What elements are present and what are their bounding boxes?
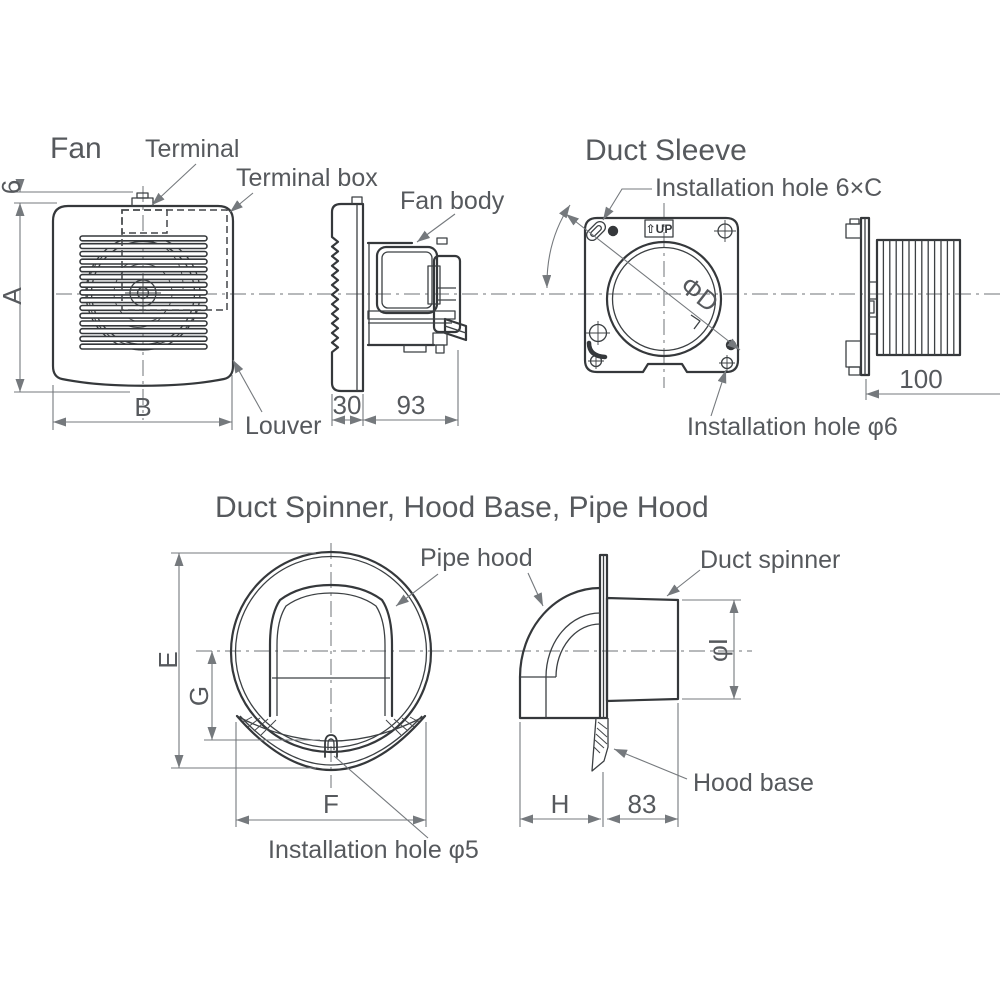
dim-hood-width: F bbox=[323, 789, 339, 819]
hood-front-dimensions: E G F bbox=[153, 552, 427, 827]
duct-sleeve-title: Duct Sleeve bbox=[585, 134, 747, 167]
dim-fan-width: B bbox=[134, 392, 151, 422]
fan-panel-outline bbox=[51, 204, 235, 387]
duct-spinner-side bbox=[605, 596, 680, 703]
dim-hood-base-drop: G bbox=[184, 686, 214, 706]
gasket-mark bbox=[586, 340, 608, 360]
fan-body-side bbox=[366, 237, 468, 354]
duct-spinner-label: Duct spinner bbox=[700, 546, 840, 574]
fan-body-label: Fan body bbox=[400, 187, 505, 215]
plug-dot-top bbox=[607, 225, 619, 237]
installation-hole-phi6-label: Installation hole φ6 bbox=[687, 413, 898, 441]
hood-labels: Pipe hood Duct spinner Hood base Install… bbox=[268, 544, 840, 864]
fan-side-dimensions: 30 93 bbox=[331, 350, 459, 426]
fan-title: Fan bbox=[50, 132, 102, 165]
dim-spinner-length: 83 bbox=[628, 789, 657, 819]
fan-labels: Fan Terminal Terminal box Fan body Louve… bbox=[50, 132, 505, 440]
up-marking: ⇧UP bbox=[646, 222, 673, 236]
duct-sleeve-labels: Duct Sleeve Installation hole 6×C Instal… bbox=[585, 134, 898, 441]
fan-side-panel bbox=[330, 202, 365, 393]
dim-spinner-diameter: φI bbox=[703, 638, 733, 662]
fan-side-view bbox=[330, 196, 468, 393]
duct-sleeve-side-view: 100 bbox=[845, 216, 1000, 400]
installation-hole-6xc-label: Installation hole 6×C bbox=[655, 174, 882, 202]
hood-section-title: Duct Spinner, Hood Base, Pipe Hood bbox=[215, 491, 709, 524]
pipe-hood-label: Pipe hood bbox=[420, 544, 533, 572]
terminal-label: Terminal bbox=[145, 135, 239, 163]
terminal-box-label: Terminal box bbox=[236, 164, 378, 192]
dim-hood-depth: H bbox=[551, 789, 570, 819]
fan-front-dimensions: 6 A B bbox=[0, 179, 233, 430]
dim-fan-height: A bbox=[0, 287, 27, 305]
fan-front-view bbox=[51, 192, 235, 387]
pipe-hood-side-view bbox=[518, 553, 680, 772]
installation-hole-phi5-label: Installation hole φ5 bbox=[268, 836, 479, 864]
louver-slats bbox=[79, 235, 208, 350]
dim-terminal-height: 6 bbox=[0, 180, 26, 194]
screw-hole-bottom-right bbox=[719, 355, 735, 371]
plug-dot-bottom bbox=[725, 339, 737, 351]
terminal-box-hidden-outline bbox=[121, 209, 228, 311]
fan-hub bbox=[125, 275, 161, 311]
hood-base-label: Hood base bbox=[693, 769, 814, 797]
screw-hole-top-right bbox=[714, 220, 736, 242]
dim-louver-depth: 30 bbox=[333, 390, 362, 420]
dim-hood-height: E bbox=[153, 651, 183, 668]
hood-side-dimensions: φI H 83 bbox=[519, 599, 741, 827]
dim-sleeve-length: 100 bbox=[899, 364, 942, 394]
dim-body-depth: 93 bbox=[397, 390, 426, 420]
duct-sleeve-front-view: ⇧UP ΦD bbox=[542, 204, 741, 374]
centerlines-bottom bbox=[196, 543, 752, 788]
installation-keyhole bbox=[324, 734, 338, 758]
hood-base-spout bbox=[591, 717, 609, 772]
louver-label: Louver bbox=[245, 412, 321, 440]
corrugated-sleeve-body bbox=[875, 238, 962, 357]
